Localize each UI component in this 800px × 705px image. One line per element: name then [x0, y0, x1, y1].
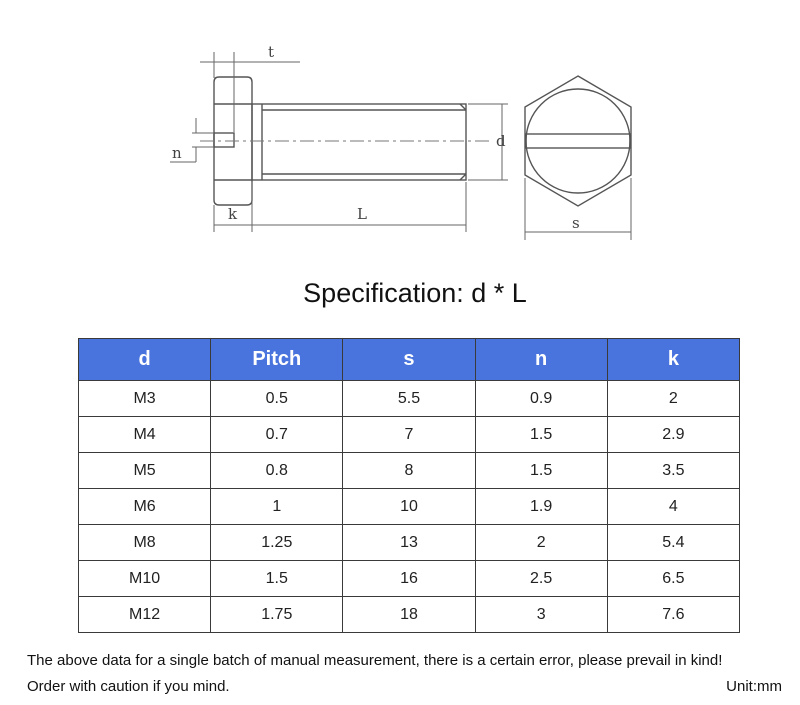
cell-s: 13 — [342, 524, 476, 561]
specification-table: d Pitch s n k M3 0.5 5.5 0.9 2 M4 0.7 7 … — [77, 338, 741, 633]
bolt-dimension-drawing: t n k L d s — [170, 43, 632, 240]
cell-d: M10 — [77, 560, 212, 597]
cell-pitch: 0.5 — [210, 380, 344, 417]
bolt-shank — [251, 103, 467, 181]
cell-n: 1.5 — [474, 416, 608, 453]
table-row: M12 1.75 18 3 7.6 — [77, 596, 741, 633]
cell-n: 0.9 — [474, 380, 608, 417]
cell-d: M12 — [77, 596, 212, 633]
header-d: d — [77, 338, 212, 381]
dimension-n — [170, 118, 214, 163]
measurement-disclaimer: The above data for a single batch of man… — [27, 652, 723, 669]
hex-head-outline — [524, 75, 632, 207]
cell-s: 8 — [342, 452, 476, 489]
cell-n: 1.5 — [474, 452, 608, 489]
cell-s: 18 — [342, 596, 476, 633]
cell-pitch: 0.7 — [210, 416, 344, 453]
cell-n: 3 — [474, 596, 608, 633]
table-row: M8 1.25 13 2 5.4 — [77, 524, 741, 561]
bolt-side-view — [213, 76, 467, 206]
label-s: s — [572, 214, 580, 232]
cell-s: 7 — [342, 416, 476, 453]
cell-k: 4 — [606, 488, 741, 525]
header-n: n — [474, 338, 608, 381]
cell-n: 2 — [474, 524, 608, 561]
cell-pitch: 1.25 — [210, 524, 344, 561]
cell-n: 1.9 — [474, 488, 608, 525]
cell-pitch: 1.75 — [210, 596, 344, 633]
label-t: t — [268, 43, 274, 61]
cell-d: M4 — [77, 416, 212, 453]
cell-pitch: 0.8 — [210, 452, 344, 489]
cell-d: M5 — [77, 452, 212, 489]
cell-k: 6.5 — [606, 560, 741, 597]
cell-pitch: 1 — [210, 488, 344, 525]
top-slot — [525, 133, 631, 149]
head-slot — [213, 132, 235, 148]
cell-k: 2 — [606, 380, 741, 417]
cell-k: 2.9 — [606, 416, 741, 453]
shank-end-chamfer — [459, 173, 467, 181]
unit-label: Unit:mm — [726, 678, 782, 695]
cell-k: 5.4 — [606, 524, 741, 561]
cell-n: 2.5 — [474, 560, 608, 597]
header-k: k — [606, 338, 741, 381]
label-d: d — [496, 132, 506, 150]
dimension-t — [200, 52, 300, 132]
label-n: n — [172, 144, 182, 162]
cell-s: 10 — [342, 488, 476, 525]
label-k: k — [228, 205, 238, 223]
bolt-top-view — [524, 75, 632, 207]
cell-s: 5.5 — [342, 380, 476, 417]
table-row: M4 0.7 7 1.5 2.9 — [77, 416, 741, 453]
caution-note: Order with caution if you mind. — [27, 678, 230, 695]
shank-end-chamfer — [459, 103, 467, 111]
cell-k: 3.5 — [606, 452, 741, 489]
label-l: L — [357, 205, 367, 223]
cell-d: M8 — [77, 524, 212, 561]
table-row: M6 1 10 1.9 4 — [77, 488, 741, 525]
table-row: M10 1.5 16 2.5 6.5 — [77, 560, 741, 597]
header-s: s — [342, 338, 476, 381]
cell-d: M3 — [77, 380, 212, 417]
header-pitch: Pitch — [210, 338, 344, 381]
specification-title: Specification: d * L — [303, 278, 527, 308]
dimension-s — [524, 178, 632, 240]
head-circle — [525, 88, 631, 194]
table-row: M5 0.8 8 1.5 3.5 — [77, 452, 741, 489]
dimension-d — [468, 103, 508, 181]
cell-s: 16 — [342, 560, 476, 597]
table-row: M3 0.5 5.5 0.9 2 — [77, 380, 741, 417]
cell-k: 7.6 — [606, 596, 741, 633]
cell-pitch: 1.5 — [210, 560, 344, 597]
cell-d: M6 — [77, 488, 212, 525]
dimension-k-l — [213, 182, 467, 232]
table-header-row: d Pitch s n k — [77, 338, 741, 381]
